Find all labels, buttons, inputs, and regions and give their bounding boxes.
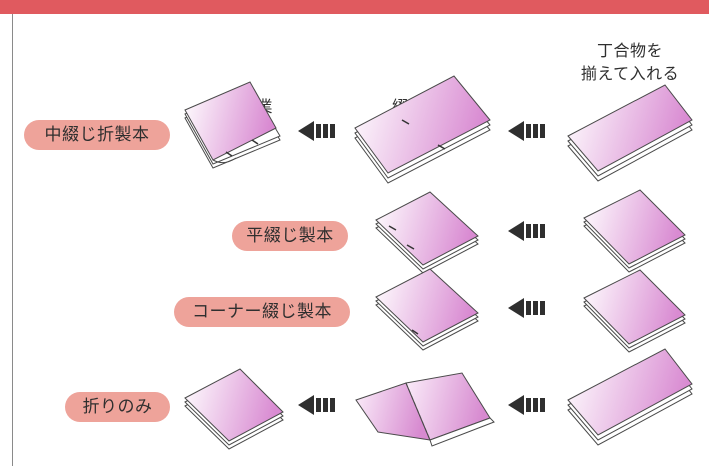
staple-mark-icon: [401, 119, 410, 125]
arrow-left-icon: [508, 395, 545, 415]
row-label-fold-only: 折りのみ: [65, 392, 170, 422]
side-stitched-stack-icon: [375, 191, 479, 274]
stack-sheet-icon: [583, 189, 686, 273]
column-header-collate-line2: 揃えて入れる: [580, 64, 680, 83]
arrow-left-icon: [508, 298, 545, 318]
staple-mark-icon: [437, 144, 446, 150]
folded-sheet-icon: [355, 372, 495, 447]
staple-mark-icon: [406, 244, 415, 250]
arrow-left-icon: [508, 121, 545, 141]
row-label-saddle-stitch: 中綴じ折製本: [24, 120, 170, 150]
row-label-corner-stitch: コーナー綴じ製本: [174, 297, 350, 327]
corner-stitched-stack-icon: [375, 268, 479, 351]
folded-booklet-icon: [184, 81, 281, 169]
stack-sheet-icon: [567, 84, 693, 182]
arrow-left-icon: [298, 121, 335, 141]
diagram-frame: [12, 14, 709, 466]
staple-mark-icon: [225, 151, 233, 157]
row-label-side-stitch: 平綴じ製本: [232, 221, 348, 251]
stack-sheet-icon: [583, 269, 686, 353]
arrow-left-icon: [298, 395, 335, 415]
staple-mark-icon: [388, 225, 397, 231]
header-accent-bar: [0, 0, 709, 14]
stack-sheet-icon: [567, 348, 693, 446]
column-header-collate-line1: 丁合物を: [596, 41, 663, 60]
folded-booklet-icon: [184, 368, 284, 450]
staple-mark-icon: [411, 329, 419, 335]
stapled-stack-icon: [354, 75, 491, 184]
arrow-left-icon: [508, 221, 545, 241]
staple-mark-icon: [251, 139, 259, 145]
